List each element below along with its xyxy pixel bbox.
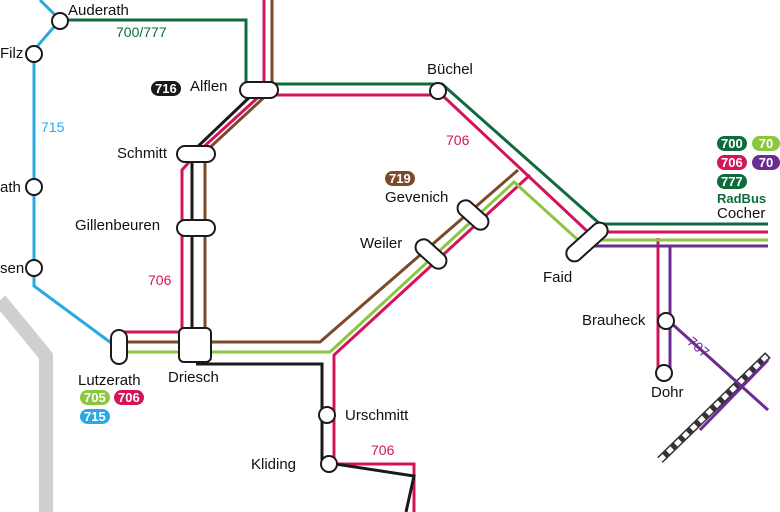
badge-706-lutzerath: 706: [114, 390, 144, 405]
station-urschmitt-marker[interactable]: [318, 406, 336, 424]
line-707: [580, 244, 770, 432]
radbus-label-cochem: RadBus: [717, 191, 767, 206]
station-brauheck-marker[interactable]: [657, 312, 675, 330]
station-brauheck-label: Brauheck: [582, 312, 646, 329]
station-buechel-marker[interactable]: [429, 82, 447, 100]
badge-70x-lime-cochem: 70: [752, 136, 780, 151]
line-715: [32, 0, 119, 350]
badge-70x-purple-cochem: 70: [752, 155, 780, 170]
station-driesch-marker[interactable]: [178, 327, 212, 363]
station-sen-label: sen: [0, 260, 25, 277]
route-label-706-kliding: 706: [371, 442, 395, 458]
station-gevenich-label: Gevenich: [385, 189, 449, 206]
route-label-706-buechel: 706: [446, 132, 470, 148]
station-auderath-marker[interactable]: [51, 12, 69, 30]
badge-700-cochem: 700: [717, 136, 747, 151]
station-ath-label: ath: [0, 179, 21, 196]
station-schmitt-label: Schmitt: [117, 145, 168, 162]
station-dohr-label: Dohr: [651, 384, 684, 401]
station-gevenich-marker[interactable]: [454, 197, 491, 233]
station-alflen-label: Alflen: [190, 78, 228, 95]
line-700-777: [60, 18, 768, 226]
station-gillenbeuren-marker[interactable]: [176, 219, 216, 237]
station-filz-label: Filz: [0, 45, 24, 62]
station-sen-marker[interactable]: [25, 259, 43, 277]
badge-716-alflen: 716: [151, 81, 181, 96]
station-filz-marker[interactable]: [25, 45, 43, 63]
station-kliding-marker[interactable]: [320, 455, 338, 473]
badge-715-lutzerath: 715: [80, 409, 110, 424]
station-faid-label: Faid: [543, 269, 573, 286]
route-label-715: 715: [41, 119, 65, 135]
station-driesch-label: Driesch: [168, 369, 219, 386]
station-alflen-marker[interactable]: [239, 81, 279, 99]
station-ath-marker[interactable]: [25, 178, 43, 196]
station-schmitt-marker[interactable]: [176, 145, 216, 163]
station-lutzerath-label: Lutzerath: [78, 372, 141, 389]
line-705: [118, 179, 768, 354]
gray-road: [0, 295, 53, 512]
station-lutzerath-marker[interactable]: [110, 329, 128, 365]
station-dohr-marker[interactable]: [655, 364, 673, 382]
station-kliding-label: Kliding: [251, 456, 297, 473]
station-auderath-label: Auderath: [68, 2, 129, 19]
station-urschmitt-label: Urschmitt: [345, 407, 409, 424]
railway-line: [657, 352, 771, 463]
station-weiler-label: Weiler: [360, 235, 403, 252]
line-719: [118, 0, 519, 344]
route-label-706-gillenbeuren: 706: [148, 272, 172, 288]
station-cochem-label: Cocher: [717, 205, 766, 222]
badge-705-lutzerath: 705: [80, 390, 110, 405]
station-weiler-marker[interactable]: [412, 236, 449, 272]
station-buechel-label: Büchel: [427, 61, 473, 78]
badge-706-cochem: 706: [717, 155, 747, 170]
line-706: [118, 0, 768, 512]
route-label-700-777: 700/777: [116, 24, 167, 40]
badge-719-gevenich: 719: [385, 171, 415, 186]
badge-777-cochem: 777: [717, 174, 747, 189]
station-gillenbeuren-label: Gillenbeuren: [75, 217, 161, 234]
station-faid-marker[interactable]: [563, 219, 611, 264]
